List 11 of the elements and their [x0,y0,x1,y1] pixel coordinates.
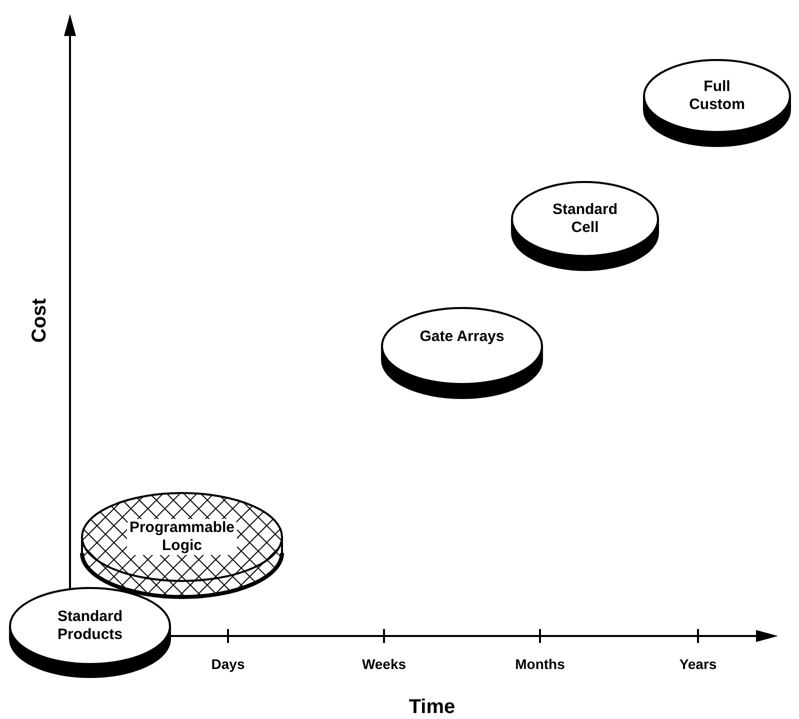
tick-label: Weeks [362,656,406,672]
node-label: Programmable Logic [127,519,237,555]
node-label: Standard Products [56,608,124,644]
axis-title: Time [408,696,456,718]
node-label: Full Custom [688,78,746,114]
axis-title: Cost [28,298,52,342]
tick-label: Days [211,656,245,672]
tick-label: Months [515,656,565,672]
tick-label: Years [679,656,717,672]
node-label: Standard Cell [551,201,618,237]
node-label: Gate Arrays [419,328,505,346]
